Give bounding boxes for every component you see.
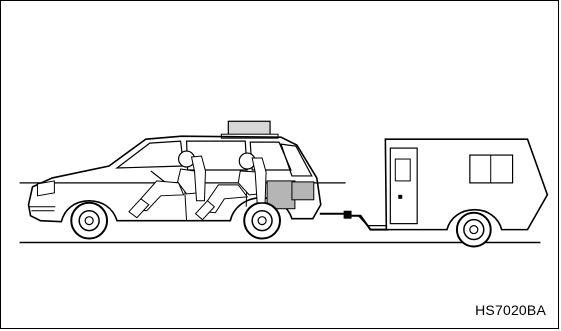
car-icon — [29, 121, 321, 238]
figure-code: HS7020BA — [475, 302, 546, 318]
hitch-icon — [320, 211, 389, 230]
passenger-icon — [129, 151, 266, 220]
trailer-icon — [385, 139, 547, 246]
